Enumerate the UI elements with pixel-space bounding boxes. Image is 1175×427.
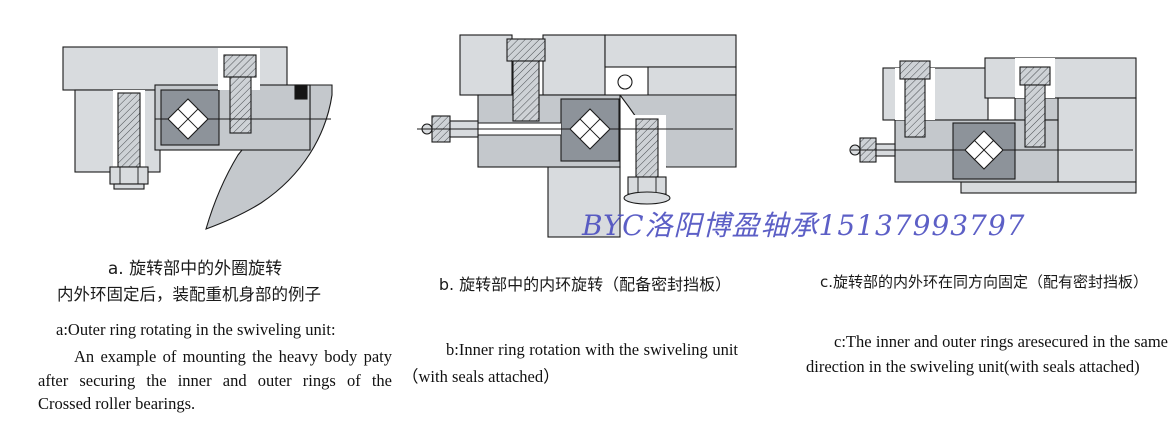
mounting-bolt-top: [218, 48, 260, 134]
vendor-watermark: BYC洛阳博盈轴承15137993797: [582, 209, 1026, 242]
mounting-bolt-top: [895, 60, 935, 138]
figure-b-caption-zh: b. 旋转部中的内环旋转（配备密封挡板）: [438, 275, 732, 294]
figure-c-caption-en-paragraph: c:The inner and outer rings aresecured i…: [806, 332, 1168, 376]
figure-a-caption-zh-line2: 内外环固定后，装配重机身部的例子: [57, 285, 321, 304]
mounting-bolt-top: [506, 38, 546, 122]
crossed-roller-symbol: [569, 108, 611, 150]
figure-a-caption-zh-line1: a. 旋转部中的外圈旋转: [107, 259, 283, 279]
crossed-roller-symbol: [167, 98, 209, 140]
mounting-bolt-left: [109, 90, 149, 190]
bearing-section-diagram-b: [417, 34, 737, 238]
mounting-bolt-right: [1015, 58, 1055, 148]
seal-pin: [617, 74, 633, 90]
figure-b-caption-en-paragraph: b:Inner ring rotation with the swiveling…: [402, 340, 738, 386]
figure-a-caption-en-heading: a:Outer ring rotating in the swiveling u…: [56, 320, 336, 339]
figure-c-caption-zh: c.旋转部的内外环在同方向固定（配有密封挡板）: [819, 273, 1149, 291]
seal-block: [294, 84, 308, 100]
swivel-body: [205, 84, 333, 230]
mounting-bolt-right: [623, 115, 671, 205]
housing-plates: [882, 57, 1137, 194]
swivel-body: [547, 94, 737, 238]
figure-a-caption-en-paragraph: An example of mounting the heavy body pa…: [38, 347, 392, 413]
housing-plates: [459, 34, 737, 96]
bearing-section-diagram-c: [849, 57, 1137, 194]
crossed-roller-symbol: [964, 130, 1004, 170]
bearing-section-diagram-a: [62, 46, 333, 230]
